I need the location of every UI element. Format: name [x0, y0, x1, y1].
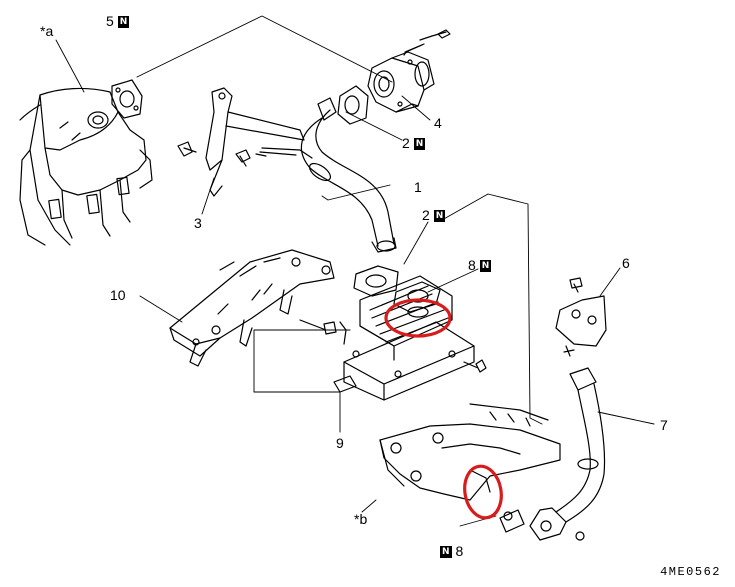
- intake-manifold-upper: [19, 87, 153, 246]
- gasket-2-lower-drawing: [353, 265, 399, 297]
- callout-b: *b: [354, 511, 368, 527]
- callout-5: 5 N: [106, 13, 130, 29]
- callout-3: 3: [194, 215, 202, 231]
- pipe-7-drawing: [529, 367, 606, 541]
- egr-pipe-1-drawing: [259, 97, 397, 253]
- callout-1: 1: [414, 179, 422, 195]
- new-part-badge: N: [440, 546, 452, 559]
- egr-cooler-9-drawing: [299, 275, 487, 401]
- new-part-badge: N: [479, 260, 492, 273]
- callout-8-lower: N 8: [440, 543, 464, 559]
- gasket-2-upper-drawing: [337, 85, 369, 125]
- new-part-badge: N: [433, 210, 446, 223]
- egr-valve-4-drawing: [367, 29, 451, 113]
- callout-6: 6: [622, 255, 630, 271]
- diagram-reference-code: 4ME0562: [660, 565, 721, 579]
- highlight-circle-upper: [384, 298, 452, 338]
- bracket-10-drawing: [169, 249, 335, 367]
- callout-2-upper: 2 N: [402, 135, 426, 151]
- new-part-badge: N: [117, 16, 130, 29]
- gasket-5-drawing: [111, 79, 143, 119]
- callout-10: 10: [110, 287, 126, 303]
- exhaust-manifold-lower: [379, 403, 561, 533]
- callout-9: 9: [336, 435, 344, 451]
- callout-4: 4: [434, 115, 442, 131]
- callout-7: 7: [660, 417, 668, 433]
- bracket-6-drawing: [555, 277, 607, 357]
- highlight-circle-lower: [463, 464, 503, 520]
- callout-a: *a: [40, 23, 54, 39]
- callout-8-upper: 8 N: [468, 257, 492, 273]
- new-part-badge: N: [413, 138, 426, 151]
- bracket-3-drawing: [177, 87, 305, 197]
- callout-2-lower: 2 N: [422, 207, 446, 223]
